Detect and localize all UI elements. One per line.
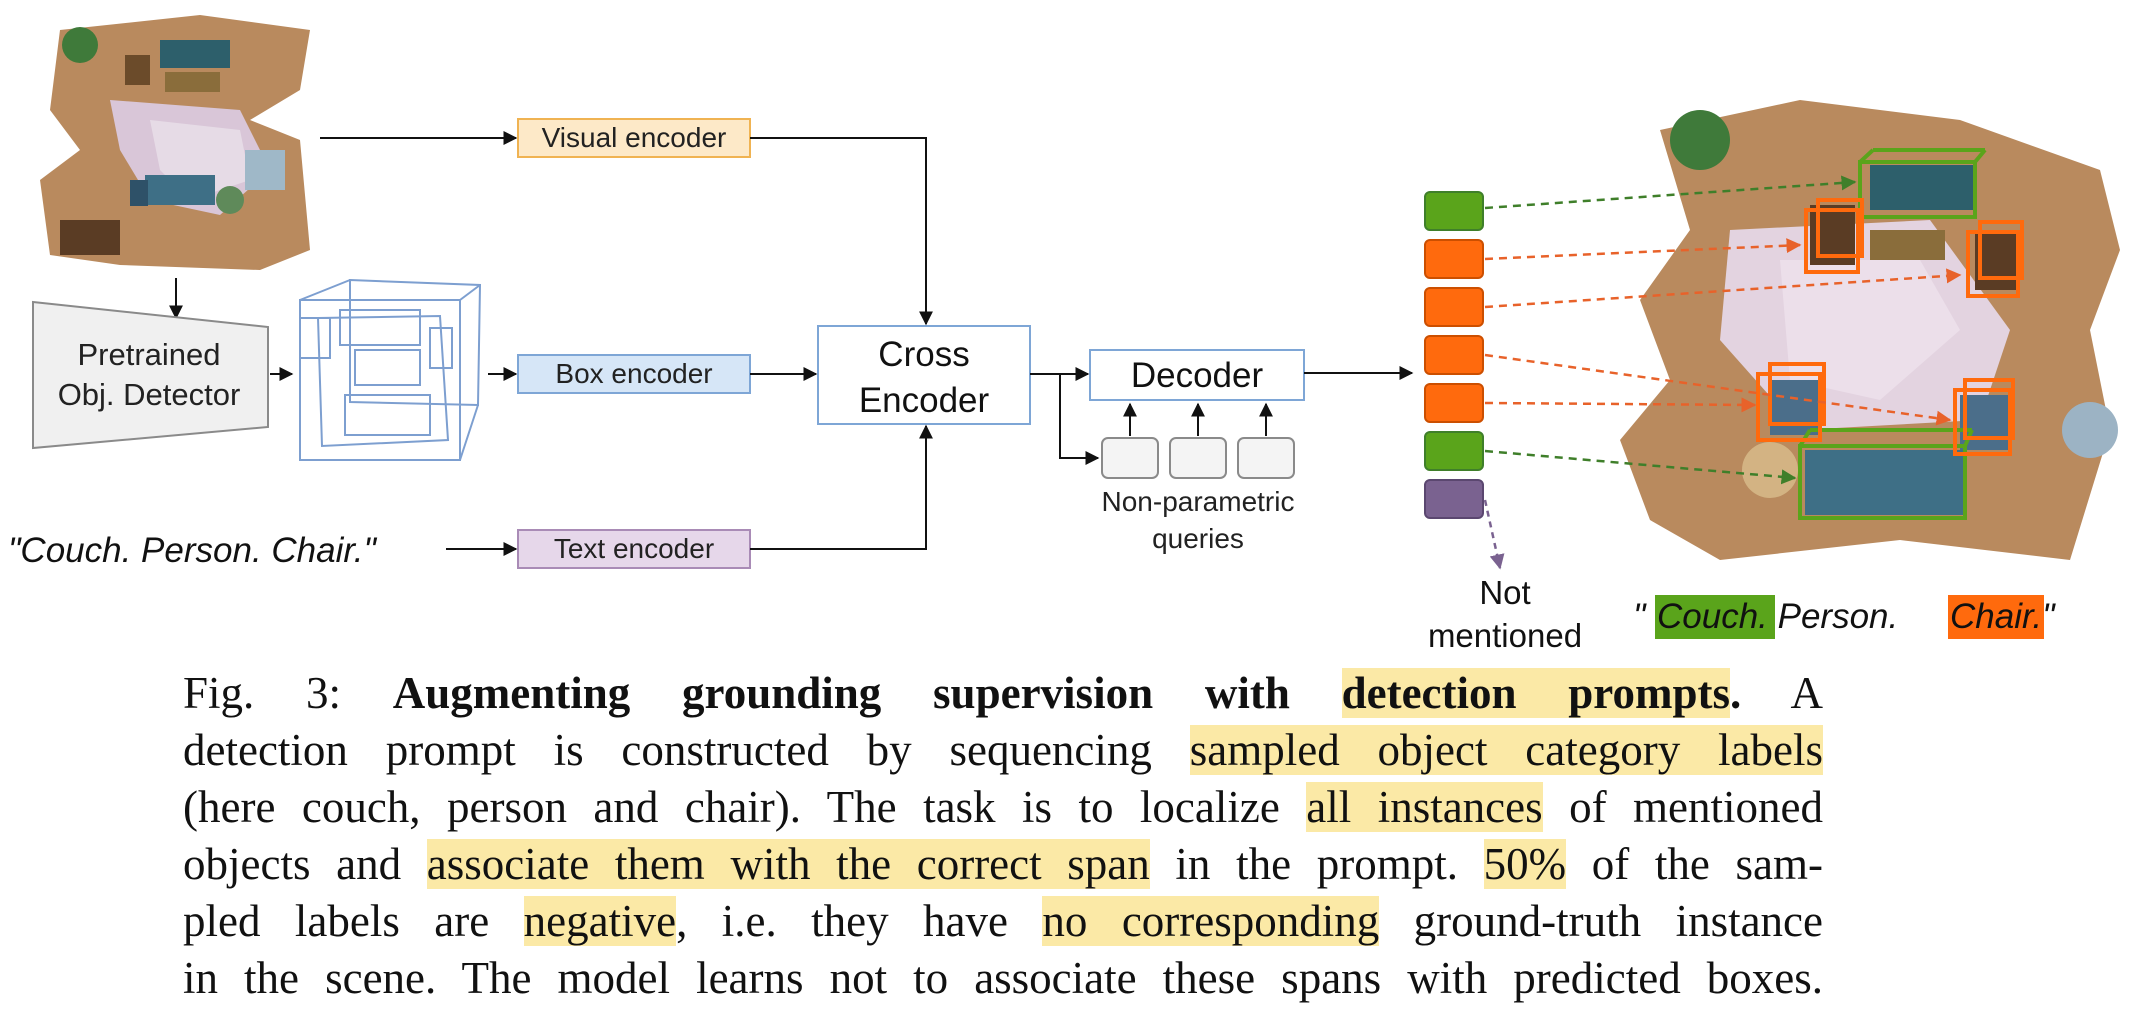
output-prompt: "Couch. Person. Chair." bbox=[1633, 595, 2056, 639]
token-orange bbox=[1424, 335, 1484, 375]
caption-line-3: (here couch, person and chair). The task… bbox=[183, 782, 1823, 832]
box-encoder-box: Box encoder bbox=[517, 354, 751, 394]
text-to-cross-arrow bbox=[750, 424, 933, 550]
caption-highlight: sampled object category labels bbox=[1189, 725, 1823, 775]
output-prompt-text: "Couch. Person. Chair." bbox=[1633, 597, 2056, 636]
token-orange bbox=[1424, 383, 1484, 423]
caption-highlight: negative bbox=[523, 896, 677, 946]
cross-to-queries-arrow bbox=[1059, 374, 1100, 465]
box-encoder-label: Box encoder bbox=[555, 358, 712, 389]
token-orange bbox=[1424, 239, 1484, 279]
queries-label-line2: queries bbox=[1152, 523, 1244, 554]
caption-highlight: all instances bbox=[1306, 782, 1543, 832]
cross-encoder-label-line1: Cross bbox=[878, 335, 969, 374]
query-slot bbox=[1237, 437, 1295, 479]
visual-encoder-label: Visual encoder bbox=[542, 122, 727, 153]
decoder-label: Decoder bbox=[1131, 356, 1264, 395]
caption-highlight: detection prompts bbox=[1341, 668, 1730, 718]
output-tokens bbox=[1424, 191, 1484, 519]
association-arrows bbox=[1484, 175, 1962, 485]
detector-label-line1: Pretrained bbox=[77, 337, 220, 372]
queries-label-line1: Non-parametric bbox=[1102, 486, 1295, 517]
visual-to-cross-arrow bbox=[750, 137, 933, 326]
input-scene-image bbox=[40, 15, 310, 270]
input-prompt-text: "Couch. Person. Chair." bbox=[8, 531, 377, 570]
caption-highlight: associate them with the correct span bbox=[426, 839, 1150, 889]
not-mentioned-line2: mentioned bbox=[1428, 617, 1582, 654]
text-encoder-box: Text encoder bbox=[517, 529, 751, 569]
token-green bbox=[1424, 431, 1484, 471]
orange-chair-box bbox=[1756, 198, 2024, 456]
chair-span-highlight bbox=[1948, 595, 2044, 639]
token-purple bbox=[1424, 479, 1484, 519]
caption-line-5: pled labels are negative, i.e. they have… bbox=[183, 896, 1824, 946]
query-slot bbox=[1101, 437, 1159, 479]
query-slot bbox=[1169, 437, 1227, 479]
not-mentioned-line1: Not bbox=[1479, 574, 1530, 611]
detected-boxes-wireframe bbox=[299, 278, 482, 461]
token-green bbox=[1424, 191, 1484, 231]
caption-line-6: in the scene. The model learns not to as… bbox=[183, 953, 1823, 1003]
figure-caption: Fig. 3: Augmenting grounding supervision… bbox=[183, 665, 1823, 1007]
detector-label-line2: Obj. Detector bbox=[58, 377, 241, 412]
visual-encoder-box: Visual encoder bbox=[517, 118, 751, 158]
cross-encoder-box: Cross Encoder bbox=[817, 325, 1031, 425]
caption-line-1: Fig. 3: Augmenting grounding supervision… bbox=[183, 668, 1823, 718]
pretrained-detector: Pretrained Obj. Detector bbox=[32, 300, 269, 450]
non-parametric-queries: Non-parametric queries bbox=[1101, 402, 1295, 554]
text-encoder-label: Text encoder bbox=[554, 533, 714, 564]
caption-line-4: objects and associate them with the corr… bbox=[183, 839, 1824, 889]
caption-line-2: detection prompt is constructed by seque… bbox=[183, 725, 1823, 775]
token-orange bbox=[1424, 287, 1484, 327]
caption-highlight: no corresponding bbox=[1042, 896, 1380, 946]
cross-encoder-label-line2: Encoder bbox=[859, 381, 990, 420]
couch-span-highlight bbox=[1655, 595, 1775, 639]
caption-highlight: 50% bbox=[1483, 839, 1567, 889]
output-scene-image bbox=[1620, 100, 2120, 560]
not-mentioned-arrow bbox=[1483, 499, 1505, 570]
decoder-box: Decoder bbox=[1089, 349, 1305, 401]
